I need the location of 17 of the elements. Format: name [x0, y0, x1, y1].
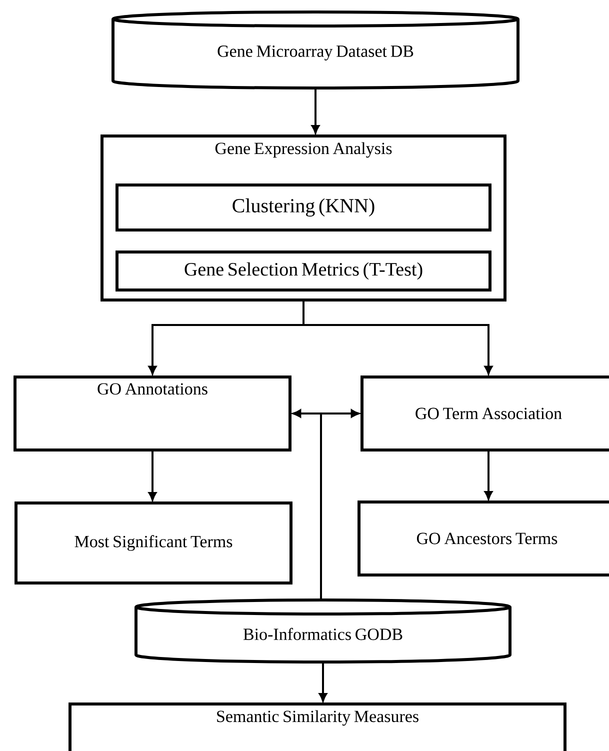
process-box: Semantic Similarity Measures [68, 702, 566, 751]
arrow [148, 450, 157, 501]
arrow [311, 88, 320, 134]
arrow [302, 300, 493, 374]
arrow [320, 409, 360, 600]
node-label: Bio-Informatics GODB [243, 628, 402, 640]
process-box: GO Annotations [14, 376, 292, 452]
process-box: GO Ancestors Terms [358, 500, 609, 576]
arrow [318, 662, 328, 702]
process-box: Most Significant Terms [14, 502, 292, 584]
arrow [484, 450, 493, 500]
process-box: Clustering (KNN) [116, 184, 492, 232]
database-cylinder: Bio-Informatics GODB [134, 598, 512, 664]
process-box: Gene Selection Metrics (T-Test) [116, 250, 492, 292]
process-box: GO Term Association [360, 376, 609, 452]
node-label: Gene Microarray Dataset DB [218, 46, 414, 60]
database-cylinder: Gene Microarray Dataset DB [112, 10, 520, 90]
